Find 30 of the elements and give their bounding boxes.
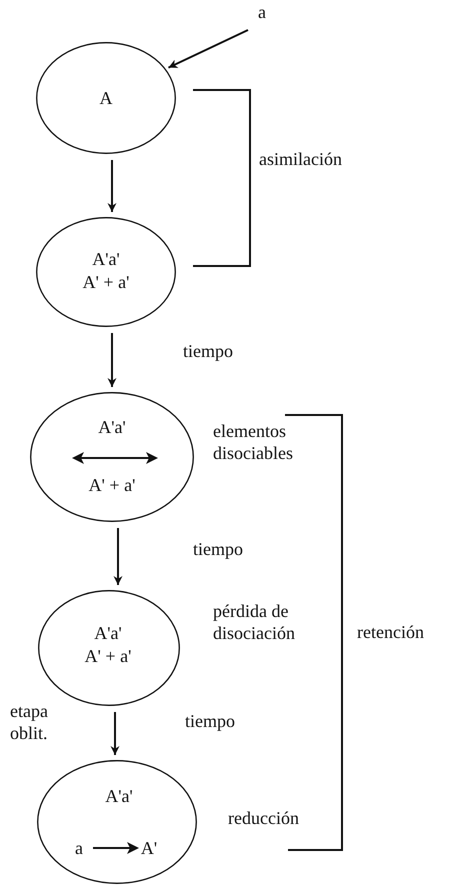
formula-text: A'a': [92, 249, 120, 269]
annotation-label: asimilación: [259, 148, 343, 170]
annotation-label: reducción: [228, 807, 300, 829]
variable-label: a: [258, 2, 266, 22]
arrow: [114, 528, 122, 585]
arrow: [108, 160, 116, 212]
ellipse-node: [38, 590, 180, 706]
formula-text: A' + a': [84, 646, 132, 666]
annotation-label: elementos disociables: [213, 420, 294, 464]
annotation-label: pérdida de disociación: [213, 600, 296, 644]
formula-text: A: [100, 88, 112, 108]
annotation-label: etapa oblit.: [10, 700, 49, 744]
ellipse-node: [37, 760, 197, 884]
formula-text: A' + a': [82, 272, 130, 292]
formula-text: A'a': [105, 786, 133, 806]
ellipse-node: [30, 392, 194, 522]
ellipse-node: [36, 217, 176, 327]
formula-text: A'a': [94, 623, 122, 643]
formula-text: A' + a': [88, 475, 136, 495]
edge-label: tiempo: [193, 538, 243, 560]
annotation-label: retención: [357, 621, 425, 643]
edge-label: tiempo: [185, 710, 235, 732]
formula-text: A'a': [98, 417, 126, 437]
ellipse-node: [36, 42, 176, 154]
arrow: [108, 333, 116, 387]
edge-label: tiempo: [183, 340, 233, 362]
formula-text: a: [75, 838, 83, 858]
formula-text: A': [140, 838, 158, 858]
arrow: [110, 712, 120, 755]
arrow: [168, 29, 248, 69]
